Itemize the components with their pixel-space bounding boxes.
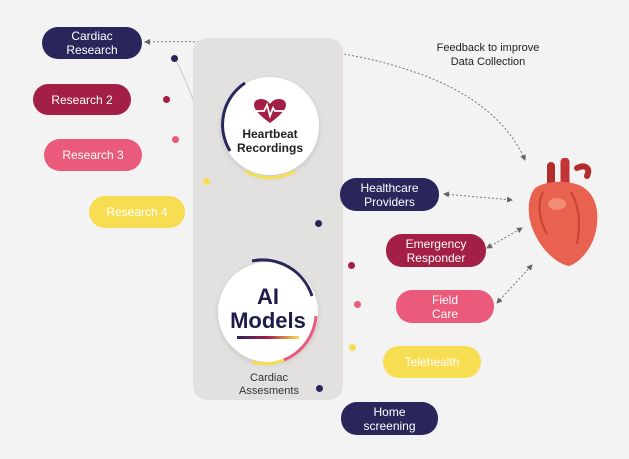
heartbeat-label: Heartbeat Recordings [236, 126, 303, 155]
research-2-node: Research 2 [33, 84, 131, 115]
connector-dot [354, 301, 361, 308]
node-label: Research 4 [106, 205, 168, 219]
node-label: Research 2 [51, 92, 113, 107]
node-label: Emergency Responder [405, 236, 467, 265]
ai-ring [251, 258, 318, 366]
cardiac-assessments-caption: Cardiac Assesments [239, 372, 299, 397]
ai-models-label: AI Models [230, 284, 306, 333]
connector-dot [316, 385, 323, 392]
node-label: Cardiac Research [66, 29, 118, 57]
telehealth-node: Telehealth [383, 346, 481, 378]
field-care-node: Field Care [396, 290, 494, 323]
connector-dot [172, 136, 179, 143]
node-label: Field Care [431, 292, 458, 321]
research-3-node: Research 3 [44, 139, 142, 171]
connector-dot [348, 262, 355, 269]
connector-dot [315, 220, 322, 227]
emergency-responder-node: Emergency Responder [386, 234, 486, 267]
node-label: Research 3 [62, 148, 124, 162]
node-label: Healthcare Providers [360, 180, 419, 209]
healthcare-providers-node: Healthcare Providers [340, 178, 439, 211]
ai-models-circle: AI Models [218, 262, 318, 362]
heart-illustration [528, 158, 598, 266]
node-label: Telehealth [404, 355, 460, 369]
connector-dot [171, 55, 178, 62]
research-4-node: Research 4 [89, 196, 185, 228]
connector-dot [349, 344, 356, 351]
cardiac-research-node: Cardiac Research [42, 27, 142, 59]
heartbeat-recordings-circle: Heartbeat Recordings [221, 77, 319, 175]
node-label: Home screening [363, 404, 416, 433]
heartbeat-ring [221, 81, 296, 180]
connector-dot [163, 96, 170, 103]
home-screening-node: Home screening [341, 402, 438, 435]
ai-underline [237, 336, 299, 339]
heartbeat-icon [254, 98, 286, 123]
feedback-label: Feedback to improve Data Collection [436, 42, 540, 68]
connector-dot [203, 178, 210, 185]
